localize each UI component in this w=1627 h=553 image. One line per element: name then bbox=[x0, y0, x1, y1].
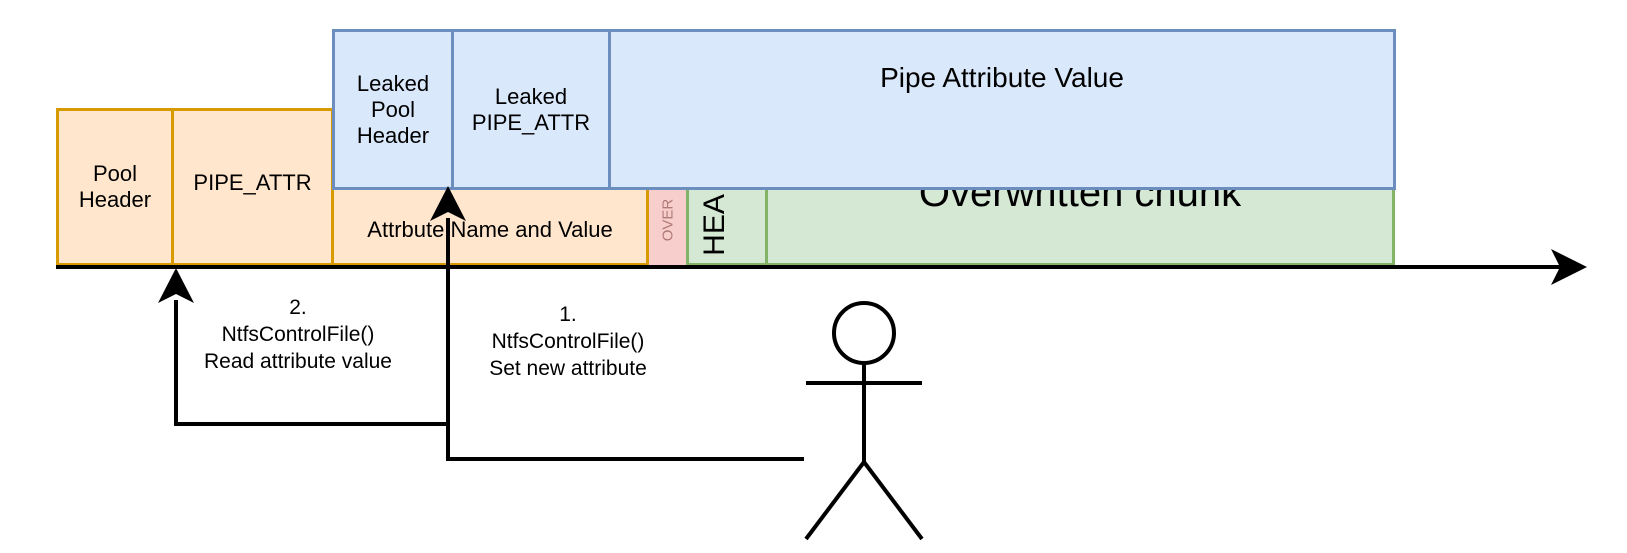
overwritten-chunk-block: Overwritten chunk bbox=[765, 186, 1395, 266]
pipe-attribute-value-block: Pipe Attribute Value bbox=[608, 29, 1396, 190]
header-vertical-block: HEA bbox=[686, 186, 768, 266]
memory-axis-arrowhead bbox=[1551, 249, 1587, 285]
step1-arrow-line bbox=[446, 218, 804, 461]
leaked-pool-header-block: Leaked Pool Header bbox=[332, 29, 454, 190]
step2-caption: 2. NtfsControlFile() Read attribute valu… bbox=[204, 296, 392, 373]
pool-header-label: Pool Header bbox=[78, 161, 152, 212]
pipe-attr-label: PIPE_ATTR bbox=[193, 170, 312, 195]
attacker-stick-figure bbox=[804, 301, 924, 541]
pipe-attribute-value-label: Pipe Attribute Value bbox=[880, 62, 1124, 93]
leaked-pool-header-label: Leaked Pool Header bbox=[356, 70, 430, 148]
step2-arrow-line bbox=[174, 300, 448, 426]
leaked-pipe-attr-label: Leaked PIPE_ATTR bbox=[471, 83, 591, 135]
pool-header-block: Pool Header bbox=[56, 108, 174, 266]
step1-caption: 1. NtfsControlFile() Set new attribute bbox=[489, 303, 647, 380]
leaked-pipe-attr-block: Leaked PIPE_ATTR bbox=[451, 29, 611, 190]
step2-arrowhead bbox=[158, 268, 194, 303]
attribute-name-value-label: Attrbute Name and Value bbox=[367, 217, 613, 242]
overflow-small-block: OVER bbox=[649, 186, 686, 266]
overwritten-chunk-label: Overwritten chunk bbox=[918, 186, 1242, 215]
step1-arrowhead bbox=[430, 186, 466, 221]
